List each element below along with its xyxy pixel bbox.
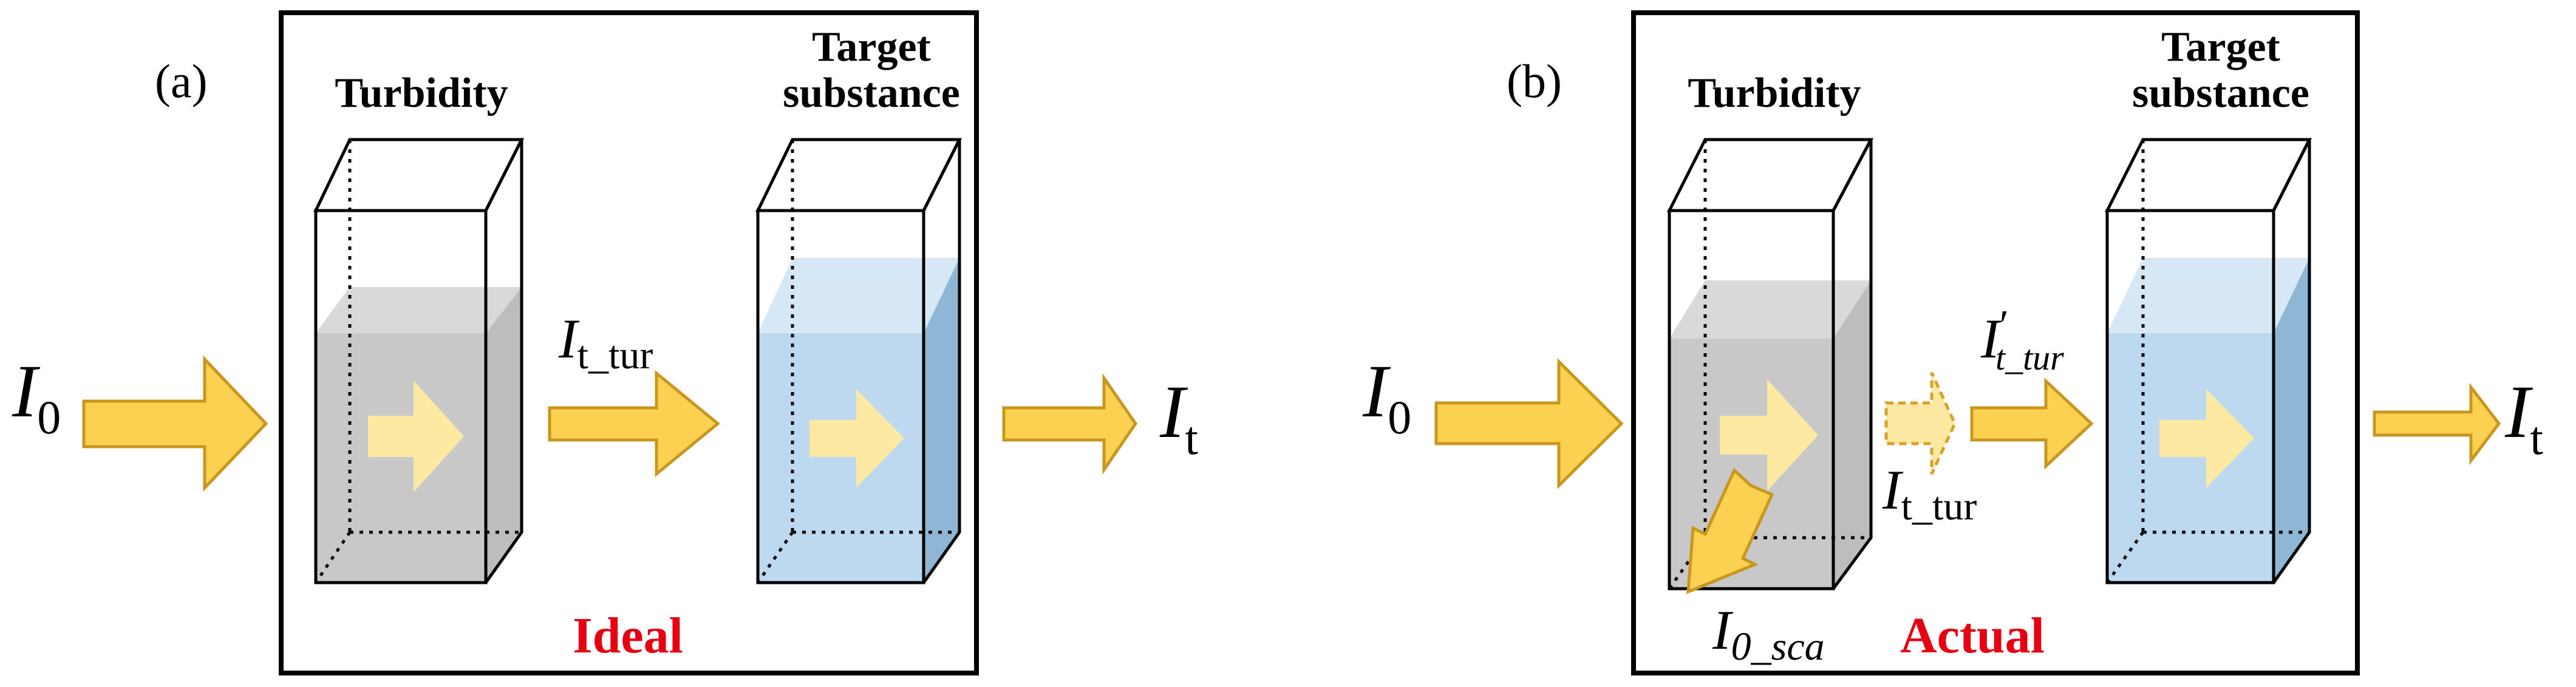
turbidity-title: Turbidity [335, 70, 508, 117]
panel-b-frame [1631, 10, 2360, 675]
panel-a: (a) Turbidity Target [12, 10, 1198, 675]
panel-b: (b) Turbidity [1362, 10, 2543, 675]
target-title-line2: substance [783, 70, 960, 117]
target-cell [755, 138, 963, 584]
panel-a-label: (a) [155, 55, 208, 107]
scatter-intensity-label: I0_sca [1712, 599, 1825, 669]
mid-prime-arrow-icon [1970, 377, 2094, 470]
panel-a-caption: Ideal [573, 607, 683, 664]
panel-b-caption: Actual [1900, 607, 2045, 664]
turbidity-cell-b [1666, 138, 1874, 591]
mid-intensity-b-label: It_tur [1882, 459, 1977, 529]
panel-b-label: (b) [1507, 55, 1562, 107]
panel-a-frame [279, 10, 979, 675]
target-title-b-line1: Target [2161, 24, 2280, 70]
target-cell-b [2104, 138, 2312, 584]
input-intensity-b-label: I0 [1362, 350, 1411, 444]
mid-prime-intensity-label: I′t_tur [1980, 302, 2064, 377]
input-arrow-icon [82, 355, 268, 492]
mid-intensity-label: It_tur [558, 308, 653, 377]
target-title-line1: Target [812, 24, 931, 70]
inner-arrow-icon [368, 381, 464, 492]
inner-arrow-icon [809, 389, 904, 488]
inner-arrow-icon [2159, 389, 2254, 488]
output-arrow-icon [1002, 373, 1138, 475]
turbidity-cell [313, 138, 525, 584]
turbidity-title-b: Turbidity [1688, 70, 1861, 117]
scatter-arrow-icon [1686, 467, 1774, 594]
mid-arrow-icon [548, 370, 720, 478]
output-arrow-b-icon [2373, 382, 2501, 465]
target-title-b-line2: substance [2132, 70, 2309, 117]
input-arrow-b-icon [1434, 358, 1624, 489]
output-intensity-b-label: It [2504, 370, 2543, 464]
dashed-arrow-icon [1884, 371, 1957, 475]
input-intensity-label: I0 [12, 350, 61, 444]
inner-arrow-icon [1720, 379, 1818, 491]
output-intensity-label: It [1159, 370, 1198, 464]
